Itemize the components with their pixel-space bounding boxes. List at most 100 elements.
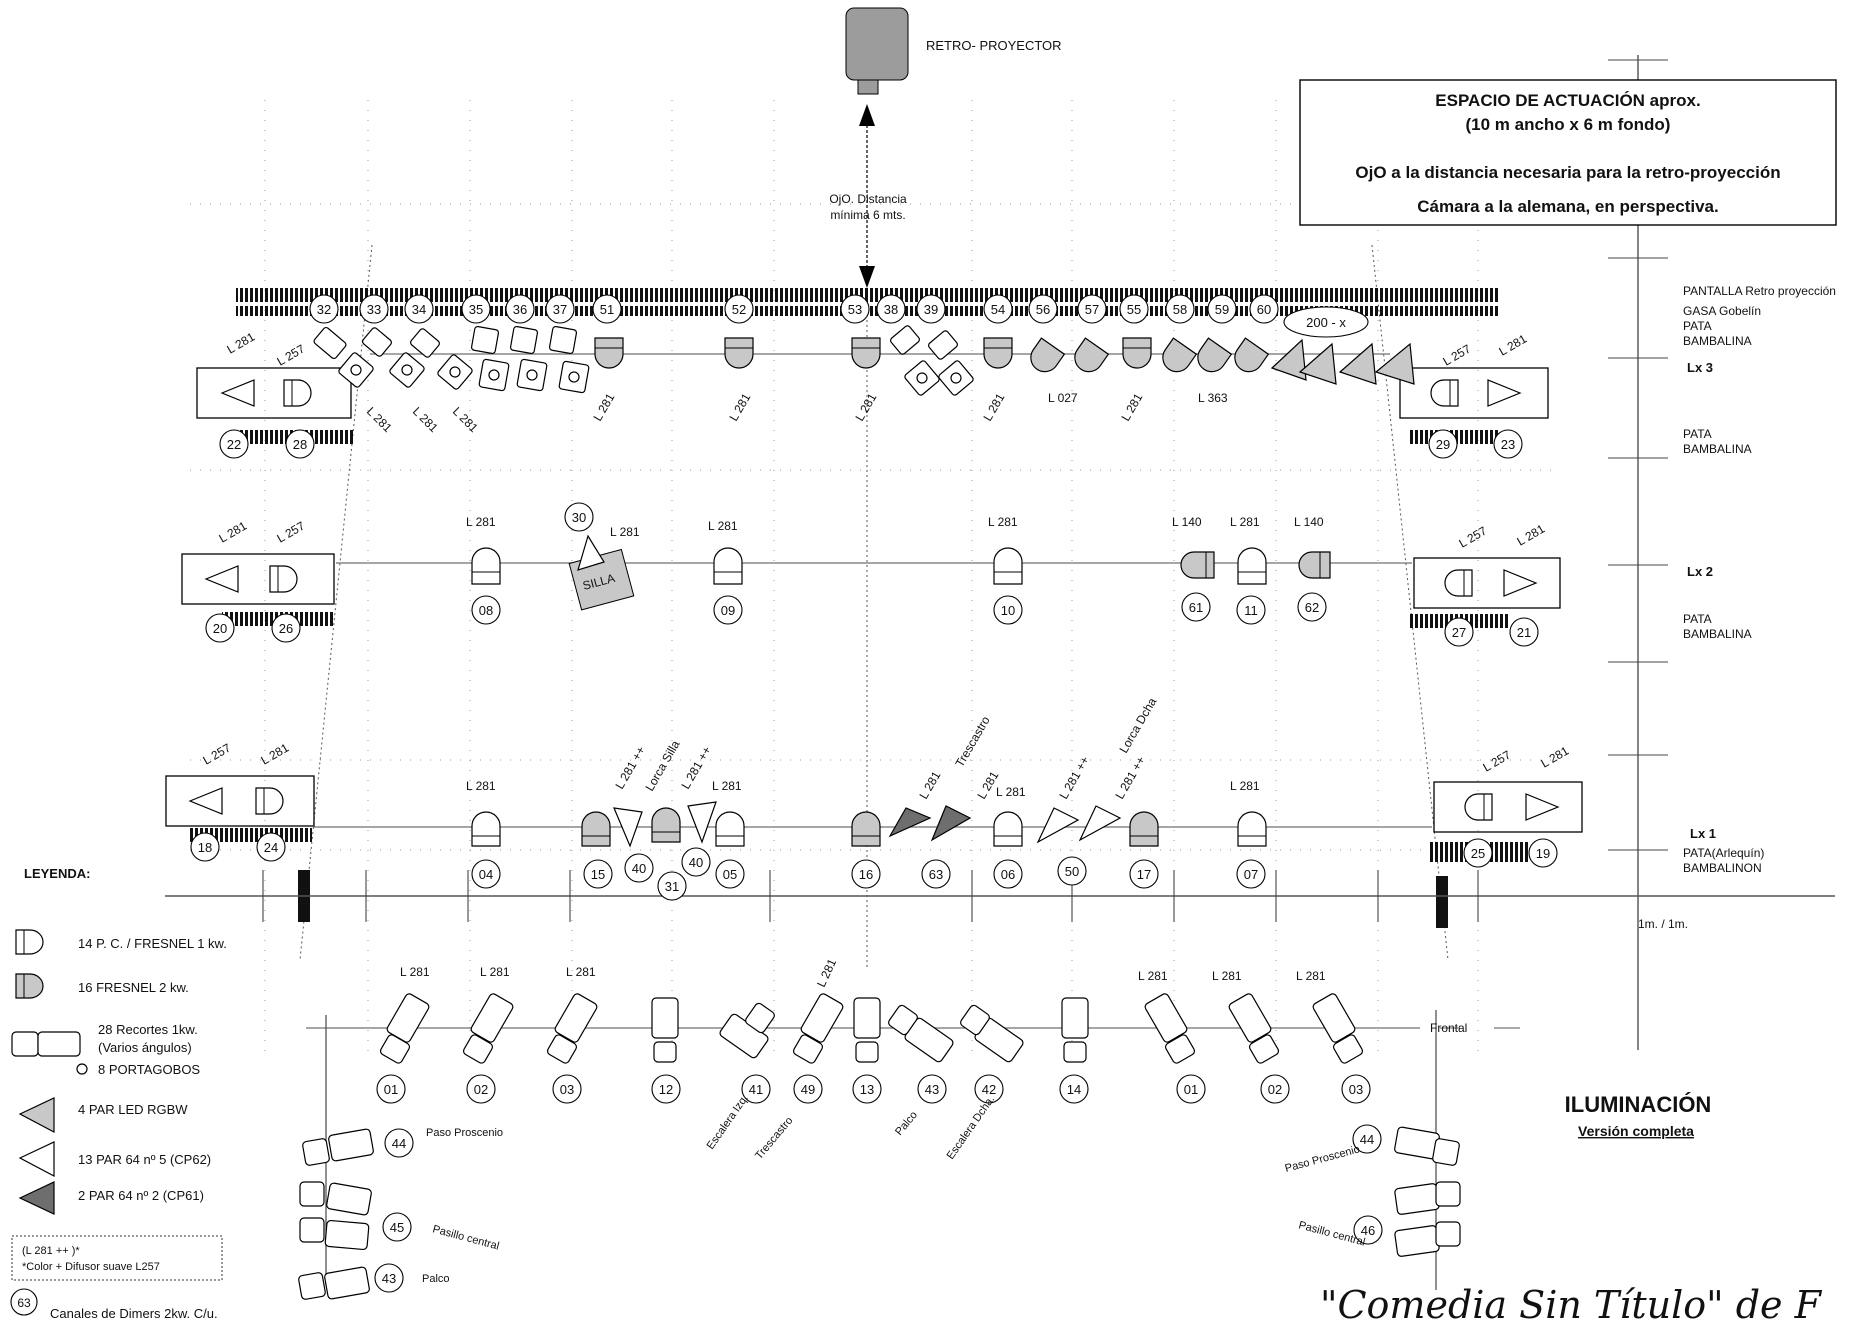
lx1-gel-0: L 281 (466, 779, 496, 793)
frontal-ch-7: 43 (925, 1082, 939, 1097)
lx3-gel-8: L 281 (980, 391, 1007, 424)
pata4-label-1: PATA(Arlequín) (1683, 846, 1764, 860)
frontal-ch-10: 01 (1184, 1082, 1198, 1097)
frontal-name-3: Escalera Dcha. (945, 1094, 998, 1162)
lx1-side-ch-1: 24 (264, 840, 278, 855)
frontal-ch-11: 02 (1268, 1082, 1282, 1097)
lx1-gel-5: L 281 ++ (678, 744, 714, 792)
lx2-channels: 08 30 09 10 61 11 62 20 26 27 21 (205, 502, 1539, 647)
lx1-gels: L 281 L 257 L 281 L 281 ++ Lorca Silla L… (201, 695, 1572, 801)
legend-item-0: 14 P. C. / FRESNEL 1 kw. (78, 936, 227, 951)
lx3-gel-11: L 363 (1198, 391, 1228, 405)
frontal-ch-5: 49 (801, 1082, 815, 1097)
note-line2: (10 m ancho x 6 m fondo) (1466, 115, 1671, 134)
lx2-ch-4: 61 (1189, 600, 1203, 615)
frontal-left-ch-2: 43 (382, 1271, 396, 1286)
title-main: ILUMINACIÓN (1565, 1092, 1712, 1117)
lx1-ch-6: 16 (859, 867, 873, 882)
lx1-gel-8: Trescastro (952, 714, 992, 770)
lx3-gel-2: L 281 (364, 404, 395, 435)
legend-item-3: (Varios ángulos) (98, 1040, 192, 1055)
lx2-ch-3: 10 (1001, 603, 1015, 618)
lx3-gel-13: L 281 (1497, 332, 1530, 359)
lx3-ch-17: 60 (1257, 302, 1271, 317)
pata4-label-2: BAMBALINON (1683, 861, 1762, 875)
frontal-gels: L 281 L 281 L 281 L 281 L 281 L 281 L 28… (400, 956, 1326, 989)
lx3-ch-1: 33 (367, 302, 381, 317)
frontal-right-ch-1: 46 (1361, 1223, 1375, 1238)
lx3-ch-16: 59 (1215, 302, 1229, 317)
lx2-gel-6: L 140 (1172, 515, 1202, 529)
distance-note-2: mínima 6 mts. (830, 208, 905, 222)
lx2-gel-7: L 281 (1230, 515, 1260, 529)
legend-item-1: 16 FRESNEL 2 kw. (78, 980, 189, 995)
frontal-gel-5: L 281 (1212, 969, 1242, 983)
lx1-ch-11: 07 (1244, 867, 1258, 882)
frontal-gel-4: L 281 (1138, 969, 1168, 983)
lx3-ch-11: 54 (991, 302, 1005, 317)
title-sub: Versión completa (1578, 1123, 1694, 1139)
lx3-gel-5: L 281 (590, 391, 617, 424)
lx1-label: Lx 1 (1690, 826, 1716, 841)
frontal-right-name-0: Paso Proscenio (1284, 1143, 1362, 1175)
lx3-ch-7: 52 (732, 302, 746, 317)
lx1-gel-15: L 257 (1481, 748, 1514, 775)
lx2-gels: L 281 L 257 L 281 L 281 L 281 L 281 L 14… (217, 515, 1548, 551)
lx3-label: Lx 3 (1687, 360, 1713, 375)
frontal-channels: 01 02 03 12 41 49 13 43 42 14 01 02 03 4… (374, 1074, 1383, 1293)
note-line3: OjO a la distancia necesaria para la ret… (1355, 163, 1780, 182)
lx3-ch-10: 39 (924, 302, 938, 317)
lx1-gel-7: L 281 (916, 769, 943, 802)
lx1-channels: 04 15 40 31 40 05 16 63 06 50 17 07 18 2… (190, 832, 1558, 901)
lx1-ch-5: 05 (723, 867, 737, 882)
frontal-right-ch-0: 44 (1360, 1132, 1374, 1147)
lx1-side-ch-3: 19 (1536, 846, 1550, 861)
lx3-gel-10: L 281 (1118, 391, 1145, 424)
proscenium-ticks (262, 870, 1479, 922)
lx2-side-ch-1: 26 (279, 621, 293, 636)
lx1-side-ch-0: 18 (198, 840, 212, 855)
lx3-ch-0: 32 (317, 302, 331, 317)
legend-item-2: 28 Recortes 1kw. (98, 1022, 198, 1037)
lx2-gel-3: L 281 (610, 525, 640, 539)
lx1-ch-10: 17 (1137, 867, 1151, 882)
lx2-ch-2: 09 (721, 603, 735, 618)
frontal-left-name-0: Paso Proscenio (426, 1127, 503, 1139)
pantalla-label-4: BAMBALINA (1683, 334, 1752, 348)
signature: "Comedia Sin Título" de F (1320, 1283, 1823, 1322)
note-box: ESPACIO DE ACTUACIÓN aprox. (10 m ancho … (1299, 79, 1837, 226)
lx1-ch-9: 50 (1065, 864, 1079, 879)
frontal-ch-8: 42 (982, 1082, 996, 1097)
lx1-ch-4: 40 (689, 855, 703, 870)
legend-item-10: 63 (17, 1296, 31, 1310)
lx3-side-ch-2: 29 (1436, 437, 1450, 452)
lx1-gel-14: L 281 (1230, 779, 1260, 793)
distance-note-1: OjO. Distancia (829, 192, 907, 206)
lx2-label: Lx 2 (1687, 564, 1713, 579)
lx3-gel-3: L 281 (410, 404, 441, 435)
lx2-ch-0: 08 (479, 603, 493, 618)
lx3-gel-7: L 281 (852, 391, 879, 424)
lx3-ch-3: 35 (469, 302, 483, 317)
lx2-instruments (471, 534, 1331, 611)
lx3-ch-15: 58 (1173, 302, 1187, 317)
pata2-label-2: BAMBALINA (1683, 442, 1752, 456)
lx3-side-ch-3: 23 (1501, 437, 1515, 452)
lx3-ch-9: 38 (884, 302, 898, 317)
lx1-ch-2: 40 (632, 861, 646, 876)
lx1-gel-4: Lorca Silla (642, 738, 682, 794)
lx1-gel-10: L 281 (996, 785, 1026, 799)
lx2-gel-2: L 281 (466, 515, 496, 529)
legend-item-11: Canales de Dimers 2kw. C/u. (50, 1306, 218, 1321)
lx2-gel-1: L 257 (275, 519, 308, 546)
lx1-gel-6: L 281 (712, 779, 742, 793)
frontal-gel-0: L 281 (400, 965, 430, 979)
title-block: ILUMINACIÓN Versión completa "Comedia Si… (1320, 1092, 1823, 1322)
lx2-ch-5: 11 (1244, 603, 1258, 618)
lx3-gel-1: L 257 (275, 342, 308, 369)
lx3-gel-12: L 257 (1441, 342, 1474, 369)
lx1-gel-12: Lorca Dcha (1116, 695, 1159, 755)
frontal-gel-1: L 281 (480, 965, 510, 979)
pata2-label-1: PATA (1683, 427, 1712, 441)
